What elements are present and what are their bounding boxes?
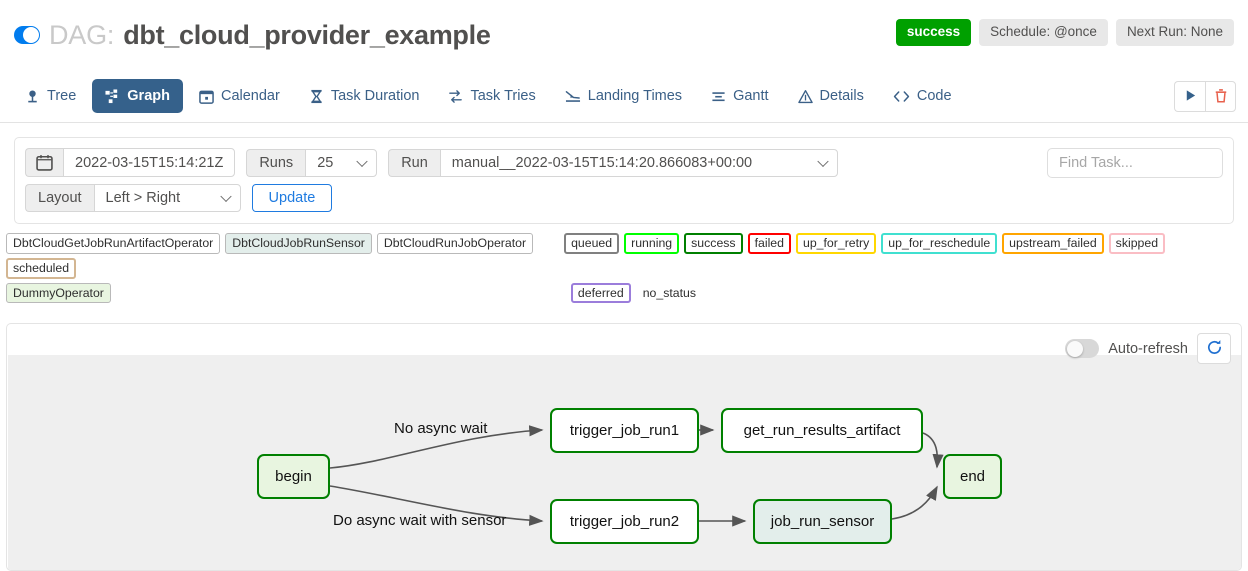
legend-status-chip: queued bbox=[564, 233, 620, 254]
graph-legend: DbtCloudGetJobRunArtifactOperator DbtClo… bbox=[0, 224, 1248, 315]
legend-status-chip: skipped bbox=[1108, 233, 1166, 254]
run-label: Run bbox=[388, 148, 440, 177]
graph-node-begin[interactable]: begin bbox=[257, 454, 330, 500]
legend-line-1: DbtCloudGetJobRunArtifactOperator DbtClo… bbox=[6, 233, 1242, 283]
header-badges: success Schedule: @once Next Run: None bbox=[895, 19, 1234, 46]
tab-calendar[interactable]: Calendar bbox=[186, 79, 293, 113]
tab-code[interactable]: Code bbox=[880, 79, 965, 113]
tab-label: Graph bbox=[127, 88, 170, 104]
graph-toolbar: Auto-refresh bbox=[1065, 333, 1231, 365]
page-title: dbt_cloud_provider_example bbox=[123, 19, 491, 50]
legend-status-chip: success bbox=[684, 233, 743, 254]
tab-label: Tree bbox=[47, 88, 77, 104]
auto-refresh-toggle[interactable] bbox=[1065, 339, 1100, 359]
layout-select[interactable]: Left > Right bbox=[93, 184, 241, 212]
tree-icon bbox=[25, 89, 40, 104]
calendar-icon bbox=[199, 89, 214, 104]
graph-icon bbox=[105, 88, 120, 104]
filter-row-1: 2022-03-15T15:14:21Z Runs 25 Run manual_… bbox=[25, 148, 1223, 177]
graph-node-end[interactable]: end bbox=[943, 454, 1002, 500]
dag-run-filter-panel: 2022-03-15T15:14:21Z Runs 25 Run manual_… bbox=[14, 137, 1234, 224]
landing-times-icon bbox=[565, 89, 581, 104]
tab-landing-times[interactable]: Landing Times bbox=[552, 79, 695, 113]
toggle-knob bbox=[23, 27, 39, 43]
tab-label: Gantt bbox=[733, 88, 769, 104]
layout-group: Layout Left > Right bbox=[25, 184, 241, 212]
tab-label: Calendar bbox=[220, 88, 280, 104]
page-header: DAG: dbt_cloud_provider_example success … bbox=[0, 0, 1248, 70]
run-select[interactable]: manual__2022-03-15T15:14:20.866083+00:00 bbox=[439, 148, 838, 177]
dag-paused-toggle[interactable] bbox=[14, 26, 40, 44]
legend-status-chip: upstream_failed bbox=[1002, 233, 1104, 254]
execution-date-input[interactable]: 2022-03-15T15:14:21Z bbox=[63, 148, 236, 177]
find-task-input[interactable]: Find Task... bbox=[1047, 148, 1223, 178]
tab-label: Task Tries bbox=[470, 88, 536, 104]
view-tabs: Tree Graph Calendar Task Duration Task T… bbox=[0, 70, 1248, 123]
hourglass-icon bbox=[309, 89, 324, 104]
legend-operator-chip: DbtCloudJobRunSensor bbox=[225, 233, 372, 254]
tab-task-tries[interactable]: Task Tries bbox=[435, 79, 548, 113]
refresh-button[interactable] bbox=[1197, 333, 1231, 365]
next-run-badge: Next Run: None bbox=[1115, 19, 1234, 46]
tab-tree[interactable]: Tree bbox=[12, 79, 89, 113]
tab-details[interactable]: Details bbox=[785, 79, 877, 113]
refresh-icon bbox=[1206, 339, 1223, 359]
runs-group: Runs 25 bbox=[246, 148, 378, 177]
legend-status-chip: no_status bbox=[642, 285, 697, 300]
legend-status-chip: deferred bbox=[570, 282, 631, 304]
legend-status-chip: scheduled bbox=[6, 257, 77, 279]
update-button[interactable]: Update bbox=[251, 184, 333, 212]
filter-row-2: Layout Left > Right Update bbox=[25, 184, 1223, 212]
dag-action-buttons bbox=[1174, 81, 1236, 112]
legend-line-2: DummyOperator deferred no_status bbox=[6, 282, 1242, 308]
layout-label: Layout bbox=[25, 184, 94, 212]
toggle-knob bbox=[1066, 340, 1083, 357]
tab-label: Task Duration bbox=[330, 88, 420, 104]
tab-gantt[interactable]: Gantt bbox=[698, 79, 781, 113]
triangle-info-icon bbox=[797, 89, 813, 104]
legend-operator-chip: DbtCloudGetJobRunArtifactOperator bbox=[6, 233, 221, 254]
edge-label-no-async-wait: No async wait bbox=[394, 420, 488, 438]
delete-dag-button[interactable] bbox=[1205, 81, 1236, 112]
tab-task-duration[interactable]: Task Duration bbox=[296, 79, 433, 113]
gantt-icon bbox=[711, 89, 726, 104]
dag-prefix-label: DAG: bbox=[49, 19, 115, 50]
graph-node-job-run-sensor[interactable]: job_run_sensor bbox=[753, 499, 892, 545]
schedule-badge[interactable]: Schedule: @once bbox=[979, 19, 1108, 46]
graph-node-trigger-job-run2[interactable]: trigger_job_run2 bbox=[550, 499, 699, 545]
legend-operator-chip: DummyOperator bbox=[6, 282, 111, 304]
runs-select[interactable]: 25 bbox=[305, 148, 378, 177]
tab-graph[interactable]: Graph bbox=[92, 79, 183, 113]
graph-panel: Auto-refresh begi bbox=[6, 323, 1242, 571]
code-brackets-icon bbox=[893, 89, 910, 104]
graph-node-get-run-results-artifact[interactable]: get_run_results_artifact bbox=[721, 408, 923, 454]
tab-label: Details bbox=[819, 88, 864, 104]
graph-node-trigger-job-run1[interactable]: trigger_job_run1 bbox=[550, 408, 699, 454]
graph-edges bbox=[329, 424, 944, 527]
tab-label: Code bbox=[916, 88, 952, 104]
graph-canvas[interactable]: begin trigger_job_run1 get_run_results_a… bbox=[8, 355, 1241, 571]
trash-icon bbox=[1214, 88, 1228, 106]
legend-status-chip: up_for_retry bbox=[795, 233, 877, 254]
execution-date-group: 2022-03-15T15:14:21Z bbox=[25, 148, 236, 177]
auto-refresh-label: Auto-refresh bbox=[1108, 340, 1188, 357]
edge-label-do-async-wait-with-sensor: Do async wait with sensor bbox=[333, 512, 507, 530]
play-icon bbox=[1184, 89, 1197, 105]
legend-status-chip: up_for_reschedule bbox=[881, 233, 998, 254]
calendar-icon[interactable] bbox=[25, 148, 63, 177]
status-badge: success bbox=[895, 19, 972, 46]
legend-status-chip: failed bbox=[747, 233, 791, 254]
runs-label: Runs bbox=[246, 148, 306, 177]
run-group: Run manual__2022-03-15T15:14:20.866083+0… bbox=[388, 148, 838, 177]
legend-operator-chip: DbtCloudRunJobOperator bbox=[376, 233, 534, 254]
retry-icon bbox=[448, 89, 463, 104]
legend-status-chip: running bbox=[624, 233, 680, 254]
trigger-dag-button[interactable] bbox=[1174, 81, 1205, 112]
tab-label: Landing Times bbox=[587, 88, 683, 104]
